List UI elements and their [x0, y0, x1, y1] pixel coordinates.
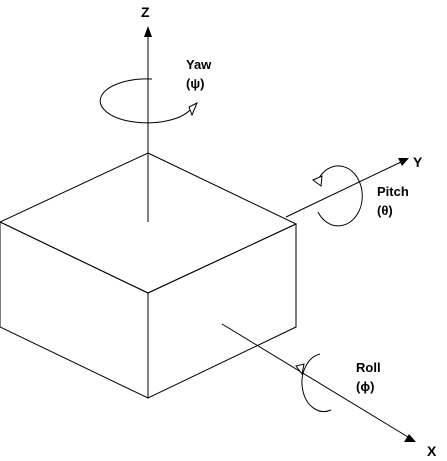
box-right-face [147, 223, 297, 399]
z-axis-label: Z [141, 4, 150, 20]
x-axis-line [221, 323, 409, 438]
y-axis-arrow-icon [398, 158, 409, 166]
box [0, 152, 298, 399]
x-axis-arrow-icon [404, 434, 416, 442]
roll-ring [301, 353, 332, 413]
roll-rotation: Roll (ϕ) [295, 353, 381, 413]
pitch-ring [316, 165, 363, 227]
pitch-symbol: (θ) [377, 203, 393, 218]
z-axis-arrow-icon [144, 26, 152, 37]
pitch-ring-arrow-icon [312, 175, 323, 187]
roll-ring-arrow-icon [295, 363, 305, 376]
roll-label: Roll [356, 360, 381, 375]
x-axis-label: X [427, 443, 437, 459]
yaw-ring [99, 78, 191, 124]
pitch-rotation: Pitch (θ) [312, 165, 409, 227]
y-axis-label: Y [413, 154, 423, 170]
yaw-rotation: Yaw (ψ) [99, 57, 212, 124]
y-axis: Y [285, 154, 423, 218]
y-axis-line [285, 161, 402, 218]
yaw-symbol: (ψ) [186, 76, 204, 91]
yaw-ring-arrow-icon [188, 101, 198, 117]
z-axis: Z [141, 4, 152, 222]
yaw-label: Yaw [186, 57, 212, 72]
box-left-face [0, 221, 149, 399]
roll-symbol: (ϕ) [356, 379, 374, 394]
x-axis: X [221, 323, 437, 459]
pitch-label: Pitch [377, 184, 409, 199]
